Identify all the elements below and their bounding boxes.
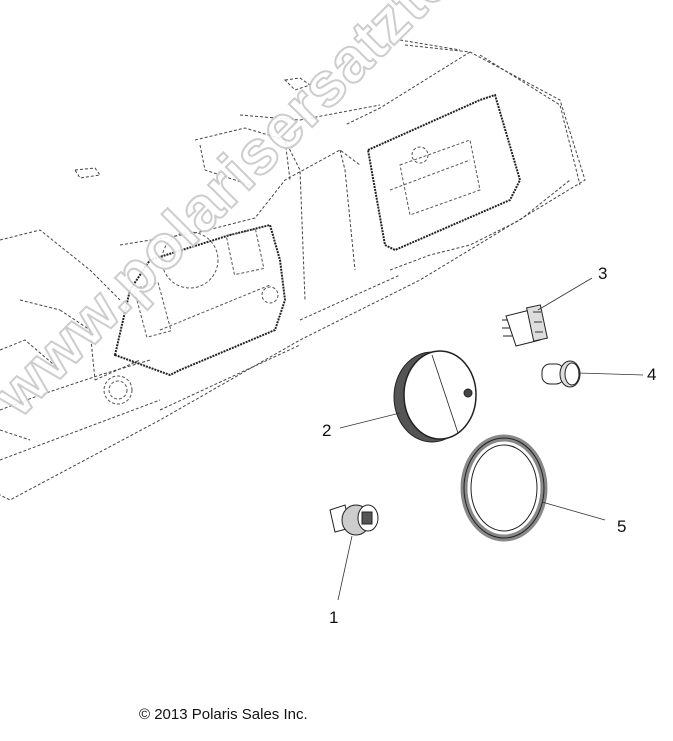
callout-4: 4: [647, 365, 657, 384]
part-1-ignition-switch: [329, 504, 379, 536]
part-3-rocker-switch: [502, 304, 548, 347]
part-4-power-outlet: [541, 360, 581, 388]
copyright-notice: © 2013 Polaris Sales Inc.: [139, 706, 308, 723]
part-2-gauge: [393, 350, 477, 443]
callout-5: 5: [617, 517, 627, 536]
part-5-retaining-ring: [460, 434, 548, 542]
left-window: [113, 223, 287, 377]
right-window: [366, 93, 522, 252]
callout-1: 1: [329, 608, 339, 627]
callout-2: 2: [322, 421, 332, 440]
callout-3: 3: [598, 264, 608, 283]
dashboard-outline: [0, 39, 586, 501]
